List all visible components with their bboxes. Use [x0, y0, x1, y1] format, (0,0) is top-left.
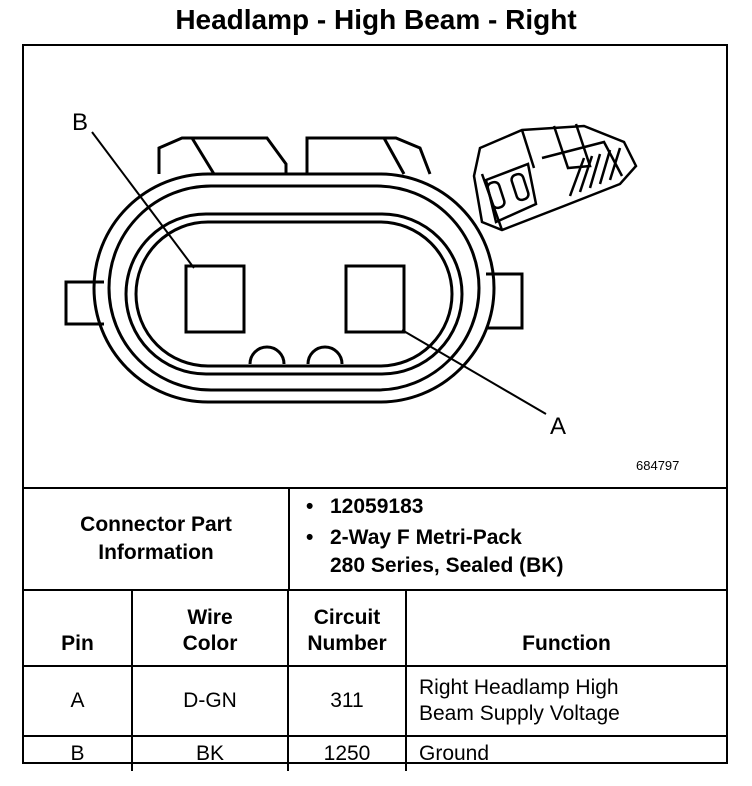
connector-info-row: Connector Part Information • 12059183 • …	[24, 487, 726, 591]
cell-pin: B	[24, 735, 133, 771]
connector-isometric-icon	[472, 123, 638, 232]
connector-diagram: B A 684797	[24, 46, 726, 486]
leader-b	[91, 131, 195, 269]
connector-sheet: B A 684797 Connector Part Information • …	[22, 44, 728, 771]
table-row: B BK 1250 Ground	[24, 735, 726, 771]
cell-circuit: 311	[287, 665, 407, 737]
right-latch	[305, 136, 432, 175]
left-latch	[157, 136, 288, 174]
bullet-icon: •	[306, 526, 314, 549]
cell-function: Ground	[405, 735, 726, 771]
key-bump-right	[306, 345, 344, 365]
part-number-text: 12059183	[330, 495, 424, 518]
connector-info-label: Connector Part Information	[24, 489, 290, 589]
connector-info-label-line1: Connector Part	[80, 513, 232, 536]
cavity-a	[344, 264, 406, 334]
connector-part-number: • 12059183	[306, 493, 726, 521]
connector-seal	[124, 212, 464, 376]
cavity-b	[184, 264, 246, 334]
col-header-function: Function	[405, 591, 726, 667]
figure-number: 684797	[636, 458, 680, 473]
cell-wire-color: BK	[131, 735, 289, 771]
description-line2: 280 Series, Sealed (BK)	[330, 554, 564, 577]
leader-a	[401, 329, 547, 415]
page-title: Headlamp - High Beam - Right	[175, 4, 577, 35]
cell-circuit: 1250	[287, 735, 407, 771]
right-side-tab	[486, 272, 524, 330]
col-header-pin: Pin	[24, 591, 133, 667]
bullet-icon: •	[306, 495, 314, 518]
connector-info-label-line2: Information	[98, 541, 214, 564]
cell-wire-color: D-GN	[131, 665, 289, 737]
connector-info-list: • 12059183 • 2-Way F Metri-Pack 280 Seri…	[290, 489, 726, 589]
left-side-tab	[64, 280, 104, 326]
connector-description: • 2-Way F Metri-Pack 280 Series, Sealed …	[306, 524, 726, 580]
connector-face-drawing: B A	[64, 109, 638, 440]
key-bump-left	[248, 345, 286, 365]
callout-b: B	[72, 109, 88, 136]
callout-a: A	[550, 413, 566, 440]
cell-pin: A	[24, 665, 133, 737]
description-line1: 2-Way F Metri-Pack	[330, 526, 522, 549]
connector-outer-shell	[92, 172, 496, 404]
